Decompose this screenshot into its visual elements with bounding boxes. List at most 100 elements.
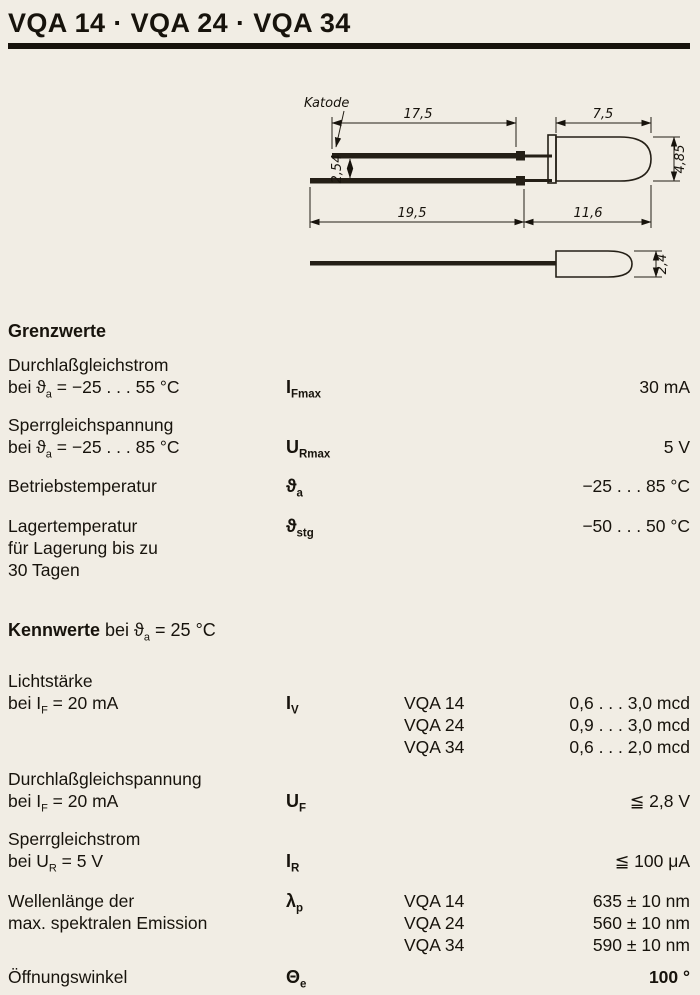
symbol-subscript: Fmax: [291, 388, 322, 401]
dim-body: 7,5: [593, 107, 614, 122]
heading-subscript: a: [143, 631, 151, 644]
bottom-lead: [310, 178, 516, 184]
param-labels: Betriebstemperatur: [8, 475, 286, 505]
param-name: Öffnungswinkel: [8, 966, 128, 987]
param-condition: bei IF = 20 mA: [8, 692, 286, 722]
param-labels: Durchlaßgleichspannung bei IF = 20 mA: [8, 768, 286, 820]
condition-text: = 20 mA: [47, 791, 119, 812]
param-symbol: λp: [286, 890, 398, 956]
param-condition: bei ϑa = −25 . . . 85 °C: [8, 436, 286, 466]
param-row-durchlassgleichstrom: Durchlaßgleichstrom bei ϑa = −25 . . . 5…: [8, 354, 690, 406]
param-name: Sperrgleichspannung: [8, 414, 174, 435]
param-condition: 30 Tagen: [8, 559, 80, 580]
symbol-base: I: [286, 377, 292, 397]
param-labels: Sperrgleichspannung bei ϑa = −25 . . . 8…: [8, 414, 286, 466]
condition-text: bei U: [8, 850, 49, 871]
symbol-subscript: stg: [296, 527, 314, 540]
param-name: Betriebstemperatur: [8, 476, 157, 497]
led-dimension-drawing: Katode 17,5 7,5 2,54: [304, 96, 688, 278]
model-name: VQA 24: [404, 912, 465, 933]
param-condition: für Lagerung bis zu: [8, 537, 158, 558]
title-rule: [8, 43, 690, 49]
page-title: VQA 14 · VQA 24 · VQA 34: [8, 8, 351, 38]
condition-subscript: a: [45, 448, 52, 461]
condition-text: bei I: [8, 791, 42, 812]
model-name: VQA 14: [404, 890, 465, 911]
param-labels: Sperrgleichstrom bei UR = 5 V: [8, 828, 286, 880]
top-lead-crimp: [516, 151, 525, 161]
param-labels: Lichtstärke bei IF = 20 mA: [8, 670, 286, 758]
condition-text: bei ϑ: [8, 436, 46, 457]
param-labels: Wellenlänge der max. spektralen Emission: [8, 890, 286, 956]
symbol-subscript: R: [291, 862, 300, 875]
param-name: Lichtstärke: [8, 671, 93, 692]
condition-text: = 5 V: [56, 850, 104, 871]
model-name: VQA 34: [404, 737, 465, 758]
model-name: VQA 24: [404, 715, 465, 736]
katode-arrow: [334, 110, 345, 148]
symbol-subscript: V: [291, 704, 299, 717]
led-drawing: Katode 17,5 7,5 2,54: [8, 91, 690, 306]
bottom-lead-wire: [525, 179, 552, 182]
param-symbol: ϑstg: [286, 515, 398, 581]
led-body: [555, 136, 652, 182]
param-name: Durchlaßgleichstrom: [8, 355, 169, 375]
param-value: ≦ 100 μA: [614, 850, 690, 871]
param-model-values: VQA 14 635 ± 10 nm VQA 24 560 ± 10 nm VQ…: [398, 890, 690, 956]
param-value: −25 . . . 85 °C: [582, 476, 690, 497]
top-lead-wire: [525, 154, 552, 158]
param-value: −50 . . . 50 °C: [582, 515, 690, 536]
dim-bottom-lead: 19,5: [398, 206, 427, 221]
model-value-row: VQA 24 0,9 . . . 3,0 mcd: [398, 714, 690, 736]
model-value-row: VQA 34 0,6 . . . 2,0 mcd: [398, 736, 690, 758]
param-row-lagertemperatur: Lagertemperatur für Lagerung bis zu 30 T…: [8, 515, 690, 581]
param-row-oeffnungswinkel: Öffnungswinkel Θe 100 °: [8, 966, 690, 995]
condition-subscript: R: [48, 862, 57, 875]
symbol-base: Θ: [286, 966, 301, 987]
model-value: 0,9 . . . 3,0 mcd: [569, 715, 690, 736]
param-labels: Lagertemperatur für Lagerung bis zu 30 T…: [8, 515, 286, 581]
param-value: 5 V: [663, 436, 690, 457]
param-symbol: ϑa: [286, 475, 398, 505]
model-name: VQA 14: [404, 693, 465, 714]
param-symbol: IR: [286, 828, 398, 880]
symbol-base: ϑ: [286, 515, 297, 536]
model-value: 635 ± 10 nm: [592, 890, 690, 911]
dim-top-lead: 17,5: [404, 107, 433, 122]
symbol-subscript: Rmax: [299, 448, 331, 461]
heading-condition: bei ϑ: [100, 619, 144, 640]
param-value: 30 mA: [639, 377, 690, 397]
section-grenzwerte-heading: Grenzwerte: [8, 321, 107, 341]
dim-body-total: 11,6: [574, 206, 603, 221]
symbol-subscript: e: [300, 978, 307, 991]
model-value-row: VQA 24 560 ± 10 nm: [398, 912, 690, 934]
small-diode-lead: [310, 261, 556, 266]
symbol-subscript: F: [299, 802, 307, 815]
param-labels: Öffnungswinkel: [8, 966, 286, 995]
symbol-base: U: [286, 436, 299, 457]
param-condition: bei ϑa = −25 . . . 55 °C: [8, 376, 286, 406]
top-lead: [332, 153, 516, 159]
param-row-sperrgleichspannung: Sperrgleichspannung bei ϑa = −25 . . . 8…: [8, 414, 690, 466]
param-condition: bei IF = 20 mA: [8, 790, 286, 820]
model-value: 0,6 . . . 3,0 mcd: [569, 693, 690, 714]
param-symbol: UF: [286, 768, 398, 820]
param-symbol: URmax: [286, 414, 398, 466]
heading-bold: Kennwerte: [8, 619, 101, 640]
dim-pitch: 2,54: [330, 155, 345, 184]
model-value-row: VQA 14 0,6 . . . 3,0 mcd: [398, 692, 690, 714]
param-row-wellenlaenge: Wellenlänge der max. spektralen Emission…: [8, 890, 690, 956]
param-row-betriebstemperatur: Betriebstemperatur ϑa −25 . . . 85 °C: [8, 475, 690, 505]
led-flange: [547, 134, 557, 184]
symbol-base: I: [286, 693, 292, 714]
small-diode-body: [555, 250, 633, 278]
param-condition: bei UR = 5 V: [8, 850, 286, 880]
condition-text: bei I: [8, 693, 42, 714]
param-value: ≦ 2,8 V: [629, 791, 690, 812]
param-symbol: Θe: [286, 966, 398, 995]
param-row-sperrgleichstrom: Sperrgleichstrom bei UR = 5 V IR ≦ 100 μ…: [8, 828, 690, 880]
param-name: max. spektralen Emission: [8, 912, 208, 933]
heading-condition: = 25 °C: [150, 619, 216, 640]
param-row-durchlassgleichspannung: Durchlaßgleichspannung bei IF = 20 mA UF…: [8, 768, 690, 820]
